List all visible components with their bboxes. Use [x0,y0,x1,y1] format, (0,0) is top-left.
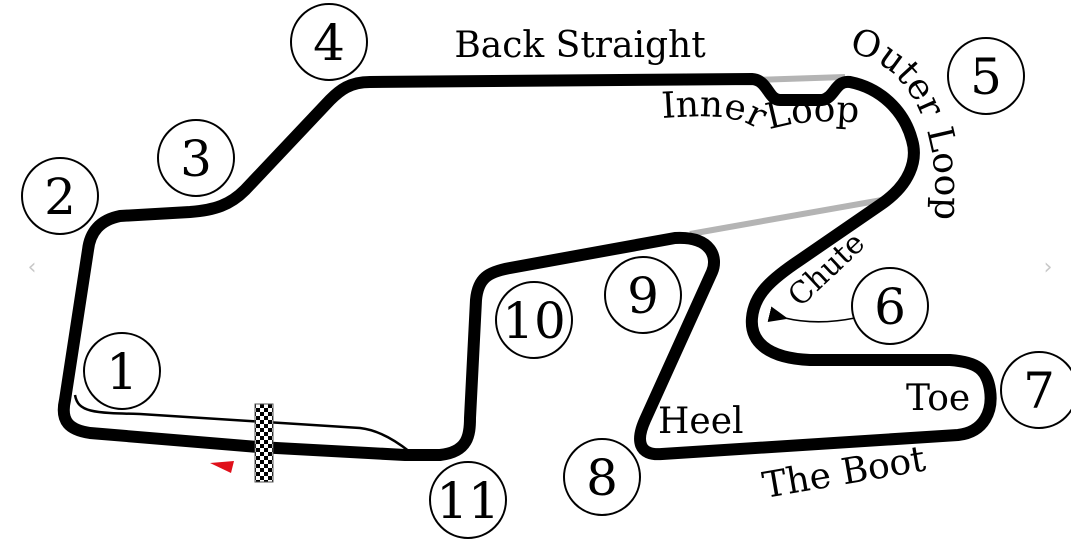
turn-number: 10 [502,292,566,350]
turn-marker-2: 2 [21,157,99,235]
turn-marker-4: 4 [290,3,368,81]
turn-number: 8 [586,449,618,507]
turn-6-pointer [767,306,856,323]
turn-marker-10: 10 [495,281,573,359]
turn-marker-11: 11 [429,461,507,539]
turn-number: 2 [44,168,76,226]
turn-marker-3: 3 [157,119,235,197]
turn-number: 6 [874,278,906,336]
turn-number: 5 [970,48,1002,106]
turn-marker-6: 6 [851,267,929,345]
direction-marker [210,461,234,473]
circuit-outline [57,73,997,461]
turn-number: 3 [180,130,212,188]
turn-marker-7: 7 [1000,351,1071,429]
label-toe: Toe [906,378,970,419]
start-finish-line [254,403,274,483]
label-heel: Heel [658,401,744,442]
turn-marker-9: 9 [604,256,682,334]
turn-number: 4 [313,14,345,72]
turn-marker-5: 5 [947,37,1025,115]
label-back-straight: Back Straight [454,25,706,66]
inner-loop-cutoff [754,74,846,83]
turn-number: 9 [627,267,659,325]
chevron-left-icon[interactable]: ‹ [27,255,37,280]
turn-number: 11 [436,472,500,530]
turn-marker-8: 8 [563,438,641,516]
turn-number: 7 [1023,362,1055,420]
turn-number: 1 [106,343,138,401]
chute-cutoff [689,195,894,237]
label-inner-loop: Inner Loop [660,84,860,142]
chevron-right-icon[interactable]: › [1043,255,1053,280]
pit-lane [73,394,411,453]
turn-marker-1: 1 [83,332,161,410]
